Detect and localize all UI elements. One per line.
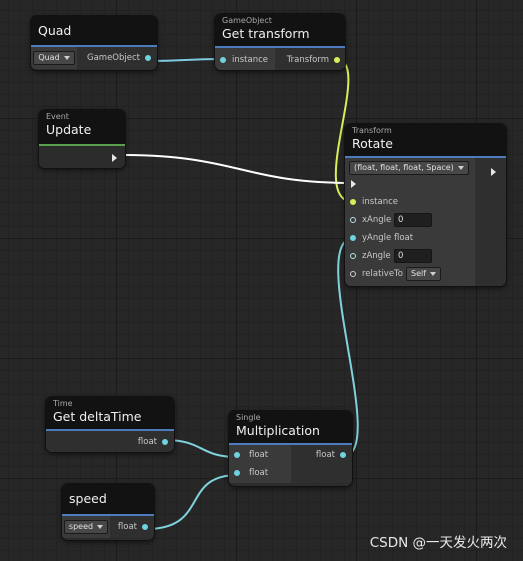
object-dropdown[interactable]: Quad [33, 51, 75, 65]
node-header[interactable]: speed [62, 484, 154, 516]
flow-output-icon[interactable] [112, 154, 117, 162]
node-update[interactable]: Event Update [39, 110, 125, 168]
input-port-icon[interactable] [350, 271, 356, 277]
input-port-icon[interactable] [220, 57, 226, 63]
wire-speed-to-multiply[interactable] [145, 474, 239, 530]
xangle-field[interactable] [394, 213, 432, 227]
node-get-deltatime[interactable]: Time Get deltaTime float [46, 397, 174, 452]
dropdown-value: Self [411, 269, 427, 278]
node-rotate[interactable]: Transform Rotate (float, float, float, S… [345, 124, 506, 286]
node-quad[interactable]: Quad Quad GameObject [31, 16, 157, 70]
wire-gameobject-to-instance[interactable] [147, 58, 224, 62]
port-label: float [315, 450, 335, 460]
input-port-icon[interactable] [350, 217, 356, 223]
port-label: yAngle [362, 233, 392, 243]
node-title: Update [46, 122, 92, 137]
flow-input-icon[interactable] [351, 180, 356, 188]
node-category: GameObject [222, 16, 272, 25]
node-category: Event [46, 112, 69, 121]
zangle-field[interactable] [394, 249, 432, 263]
chevron-down-icon [457, 166, 464, 170]
input-port-icon[interactable] [234, 452, 240, 458]
node-title: Quad [38, 23, 72, 38]
dropdown-value: speed [68, 522, 94, 531]
port-label: zAngle [362, 251, 391, 261]
output-port-icon[interactable] [334, 57, 340, 63]
node-multiplication[interactable]: Single Multiplication float float float [229, 411, 352, 486]
input-port-icon[interactable] [350, 199, 356, 205]
node-category: Transform [352, 126, 392, 135]
chevron-down-icon [63, 56, 70, 60]
node-header[interactable]: Time Get deltaTime [46, 397, 174, 431]
port-label: float [117, 522, 137, 532]
chevron-down-icon [97, 525, 104, 529]
dropdown-value: Quad [38, 53, 60, 62]
node-title: Multiplication [236, 423, 320, 438]
watermark-text: CSDN @一天发火两次 [369, 535, 507, 551]
node-header[interactable]: Event Update [39, 110, 125, 146]
node-get-transform[interactable]: GameObject Get transform instance Transf… [215, 14, 345, 70]
input-port-icon[interactable] [350, 253, 356, 259]
chevron-down-icon [430, 272, 437, 276]
node-header[interactable]: Single Multiplication [229, 411, 352, 445]
node-title: Rotate [352, 136, 393, 151]
output-port-icon[interactable] [145, 55, 151, 61]
output-port-icon[interactable] [340, 452, 346, 458]
wire-deltatime-to-multiply[interactable] [163, 439, 239, 458]
node-header[interactable]: Transform Rotate [345, 124, 506, 158]
node-speed[interactable]: speed speed float [62, 484, 154, 540]
port-label: relativeTo [362, 269, 404, 279]
input-port-icon[interactable] [234, 470, 240, 476]
node-title: Get transform [222, 26, 310, 41]
input-port-icon[interactable] [350, 235, 356, 241]
relative-to-dropdown[interactable]: Self [406, 267, 442, 281]
connected-type-label: float [394, 233, 414, 243]
port-label: float [137, 437, 157, 447]
output-port-icon[interactable] [142, 524, 148, 530]
port-label: Transform [286, 55, 329, 65]
port-label: float [249, 468, 269, 478]
node-title: speed [69, 491, 107, 506]
port-label: GameObject [87, 53, 140, 63]
overload-dropdown[interactable]: (float, float, float, Space) [349, 161, 469, 175]
node-header[interactable]: GameObject Get transform [215, 14, 345, 48]
variable-dropdown[interactable]: speed [63, 520, 109, 534]
node-header[interactable]: Quad [31, 16, 157, 47]
port-label: instance [232, 55, 269, 65]
node-category: Single [236, 413, 261, 422]
flow-output-icon[interactable] [491, 168, 496, 176]
wire-update-flow-to-rotate[interactable] [119, 154, 355, 184]
dropdown-value: (float, float, float, Space) [354, 163, 454, 172]
node-category: Time [53, 399, 73, 408]
port-label: float [249, 450, 269, 460]
port-label: xAngle [362, 215, 392, 225]
port-label: instance [362, 197, 399, 207]
output-port-icon[interactable] [162, 439, 168, 445]
node-title: Get deltaTime [53, 409, 142, 424]
